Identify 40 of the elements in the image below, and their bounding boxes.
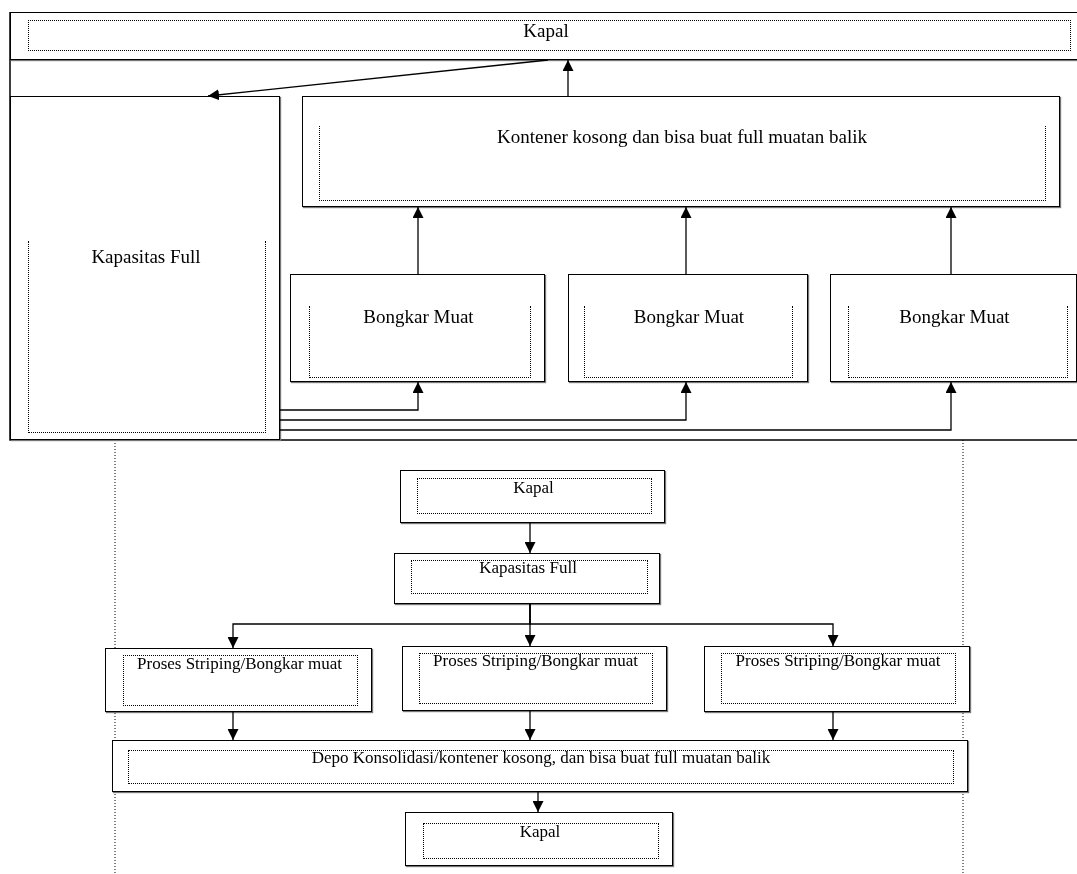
process-box	[568, 274, 808, 382]
process-box	[400, 470, 665, 523]
process-box	[402, 646, 667, 711]
box-label: Bongkar Muat	[632, 307, 746, 327]
box-label: Kapasitas Full	[90, 247, 202, 267]
arrow	[562, 59, 574, 97]
process-box	[10, 96, 280, 440]
arrow	[529, 603, 839, 647]
process-box	[302, 96, 1060, 207]
arrow	[524, 522, 536, 554]
process-box	[10, 12, 1077, 60]
box-label: Bongkar Muat	[898, 307, 1011, 327]
box-label: Depo Konsolidasi/kontener kosong, dan bisa buat full muatan balik	[310, 749, 772, 767]
box-label: Kapasitas Full	[478, 559, 578, 577]
process-box	[290, 274, 545, 382]
process-box	[105, 648, 372, 712]
arrow	[279, 381, 692, 421]
process-box	[704, 646, 970, 712]
arrow	[532, 791, 544, 813]
arrow	[680, 206, 692, 275]
box-label: Proses Striping/Bongkar muat	[432, 652, 639, 670]
box-label: Kapal	[512, 479, 555, 497]
process-box	[112, 740, 968, 792]
arrow	[412, 206, 424, 275]
box-label: Proses Striping/Bongkar muat	[136, 655, 343, 673]
process-box	[394, 553, 660, 604]
arrow	[524, 710, 536, 741]
process-box	[830, 274, 1077, 382]
arrow	[227, 711, 239, 741]
box-label: Kapal	[518, 823, 562, 841]
box-label: Proses Striping/Bongkar muat	[734, 652, 942, 670]
arrow	[827, 711, 839, 741]
process-box	[405, 812, 673, 866]
arrow	[279, 381, 957, 431]
box-label: Kontener kosong dan bisa buat full muatan balik	[496, 127, 868, 147]
box-label: Bongkar Muat	[362, 307, 475, 327]
arrow	[207, 59, 549, 101]
box-label: Kapal	[522, 21, 570, 41]
arrow	[945, 206, 957, 275]
arrow	[279, 381, 424, 411]
